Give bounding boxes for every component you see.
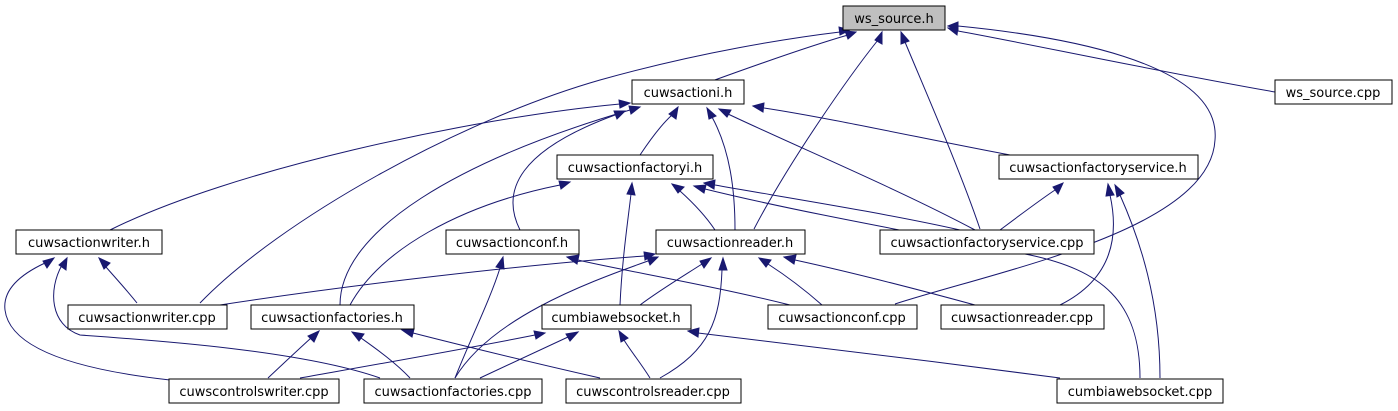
node-ws-source-cpp[interactable]: ws_source.cpp — [1274, 79, 1393, 105]
edge-cuwsactionfactories-h-to-cuwsactioni-h — [339, 105, 642, 306]
node-cuwsactionfactoryi-h[interactable]: cuwsactionfactoryi.h — [556, 154, 714, 180]
edge-cuwsactionfactories-cpp-to-cuwsactionfactories-h — [350, 331, 411, 379]
node-ws-source-h[interactable]: ws_source.h — [842, 5, 946, 31]
node-cuwsactionreader-h[interactable]: cuwsactionreader.h — [655, 229, 806, 255]
edge-cuwsactionwriter-cpp-to-cuwsactionwriter-h — [97, 256, 138, 304]
node-cumbiawebsocket-h[interactable]: cumbiawebsocket.h — [541, 304, 692, 330]
edge-cumbiawebsocket-h-to-cuwsactionfactoryi-h — [619, 181, 636, 306]
edge-cuwsactionwriter-cpp-to-cuwsactionreader-h — [219, 251, 657, 306]
edge-cumbiawebsocket-cpp-to-cuwsactionfactoryservice-h — [1114, 183, 1161, 379]
edge-cuwsactionfactories-cpp-to-cuwsactionfactoryconf-h — [454, 255, 505, 379]
edge-cuwsactionfactoryservice-cpp-to-cuwsactionfactoryi-h — [702, 179, 961, 231]
edge-cuwsactionfactoryi-h-to-cuwsactioni-h — [639, 105, 679, 156]
node-cuwscontrolsreader-cpp[interactable]: cuwscontrolsreader.cpp — [565, 378, 742, 404]
node-label: ws_source.cpp — [1286, 86, 1381, 101]
edge-cumbiawebsocket-h-to-cuwsactionreader-h — [639, 257, 713, 306]
node-label: cuwsactionwriter.h — [28, 236, 150, 251]
node-cuwsactionconf-cpp[interactable]: cuwsactionconf.cpp — [767, 304, 918, 330]
edge-cuwscontrolsreader-cpp-to-cumbiawebsocket-h — [618, 329, 651, 379]
edge-cuwsactionconf-h-to-cuwsactioni-h — [512, 110, 627, 231]
node-cuwscontrolswriter-cpp[interactable]: cuwscontrolswriter.cpp — [168, 378, 340, 404]
nodes-layer: ws_source.h cuwsactioni.h ws_source.cpp … — [15, 5, 1393, 404]
node-cuwsactionfactories-cpp[interactable]: cuwsactionfactories.cpp — [363, 378, 543, 404]
edge-cuwsactionfactories-cpp-to-cumbiawebsocket-h — [479, 331, 580, 379]
edge-cuwsactionfactoryservice-cpp-to-ws-source-h — [900, 30, 981, 230]
node-label: cuwsactionfactoryservice.h — [1009, 161, 1187, 176]
node-label: cuwsactioni.h — [644, 86, 733, 101]
node-label: cuwscontrolswriter.cpp — [179, 385, 328, 400]
edge-ws-source-cpp-to-ws-source-h — [946, 26, 1276, 93]
node-label: cumbiawebsocket.cpp — [1068, 385, 1213, 400]
node-cumbiawebsocket-cpp[interactable]: cumbiawebsocket.cpp — [1056, 378, 1224, 404]
edge-cuwsactionfactoryservice-cpp-to-cuwsactioni-h — [717, 108, 976, 231]
edge-cuwscontrolswriter-cpp-to-cumbiawebsocket-h — [299, 330, 547, 379]
edge-cuwscontrolsreader-cpp-to-cuwsactionreader-h — [659, 256, 728, 379]
node-label: cuwsactionreader.h — [667, 236, 794, 251]
edge-cuwsactionwriter-cpp-to-ws-source-h — [199, 26, 852, 304]
node-label: cuwsactionreader.cpp — [951, 311, 1093, 326]
edge-cuwsactionreader-h-to-cuwsactionfactoryi-h — [670, 183, 716, 231]
edge-cuwsactionreader-h-to-cuwsactioni-h — [706, 106, 736, 231]
node-cuwsactionfactories-h[interactable]: cuwsactionfactories.h — [250, 304, 415, 330]
node-label: cuwsactionfactoryservice.cpp — [891, 236, 1084, 251]
node-label: cuwsactionfactories.h — [261, 311, 403, 326]
node-label: cuwsactionwriter.cpp — [78, 311, 215, 326]
edge-cuwscontrolswriter-cpp-to-cuwsactionfactories-h — [267, 329, 321, 379]
node-label: cuwsactionconf.cpp — [778, 311, 906, 326]
edge-cuwsactioni-h-to-ws-source-h — [711, 30, 858, 82]
edge-cuwsactionfactoryservice-h-to-cuwsactioni-h — [751, 102, 1011, 156]
node-cuwsactionfactoryservice-cpp[interactable]: cuwsactionfactoryservice.cpp — [879, 229, 1095, 255]
node-cuwsactionwriter-h[interactable]: cuwsactionwriter.h — [15, 229, 163, 255]
node-label: cuwsactionfactoryi.h — [568, 161, 703, 176]
edge-cuwscontrolswriter-cpp-to-cuwsactionwriter-h — [4, 257, 171, 381]
node-cuwsactionfactoryservice-h[interactable]: cuwsactionfactoryservice.h — [998, 154, 1199, 180]
node-cuwsactionconf-h[interactable]: cuwsactionconf.h — [445, 229, 580, 255]
edge-cuwsactionfactories-cpp-to-cuwsactionreader-h — [454, 256, 660, 379]
edge-cuwsactionreader-cpp-to-cuwsactionreader-h — [782, 254, 976, 306]
node-label: cuwsactionconf.h — [456, 236, 568, 251]
edges-layer — [4, 21, 1276, 381]
edge-cumbiawebsocket-cpp-to-cuwsactionfactoryi-h — [692, 184, 1141, 379]
node-label: cuwsactionfactories.cpp — [374, 385, 531, 400]
node-label: cumbiawebsocket.h — [551, 311, 680, 326]
edge-cuwsactionconf-cpp-to-cuwsactionconf-h — [565, 254, 791, 306]
edge-cumbiawebsocket-cpp-to-cumbiawebsocket-h — [686, 327, 1061, 379]
node-label: cuwscontrolsreader.cpp — [576, 385, 730, 400]
node-cuwsactionreader-cpp[interactable]: cuwsactionreader.cpp — [940, 304, 1105, 330]
edge-cuwsactionreader-h-to-ws-source-h — [753, 30, 883, 230]
edge-cuwsactionwriter-h-to-cuwsactioni-h — [109, 99, 632, 231]
edge-cuwsactionreader-cpp-to-cuwsactionfactoryservice-h — [1059, 182, 1115, 306]
node-cuwsactioni-h[interactable]: cuwsactioni.h — [631, 79, 745, 105]
edge-cuwsactionconf-cpp-to-cuwsactionreader-h — [757, 257, 823, 306]
edge-cuwsactionfactoryservice-cpp-to-cuwsactionfactoryservice-h — [999, 182, 1064, 231]
edge-cuwsactionfactories-cpp-to-cuwsactionwriter-h — [53, 256, 381, 379]
node-label: ws_source.h — [854, 12, 933, 27]
node-cuwsactionwriter-cpp[interactable]: cuwsactionwriter.cpp — [67, 304, 228, 330]
